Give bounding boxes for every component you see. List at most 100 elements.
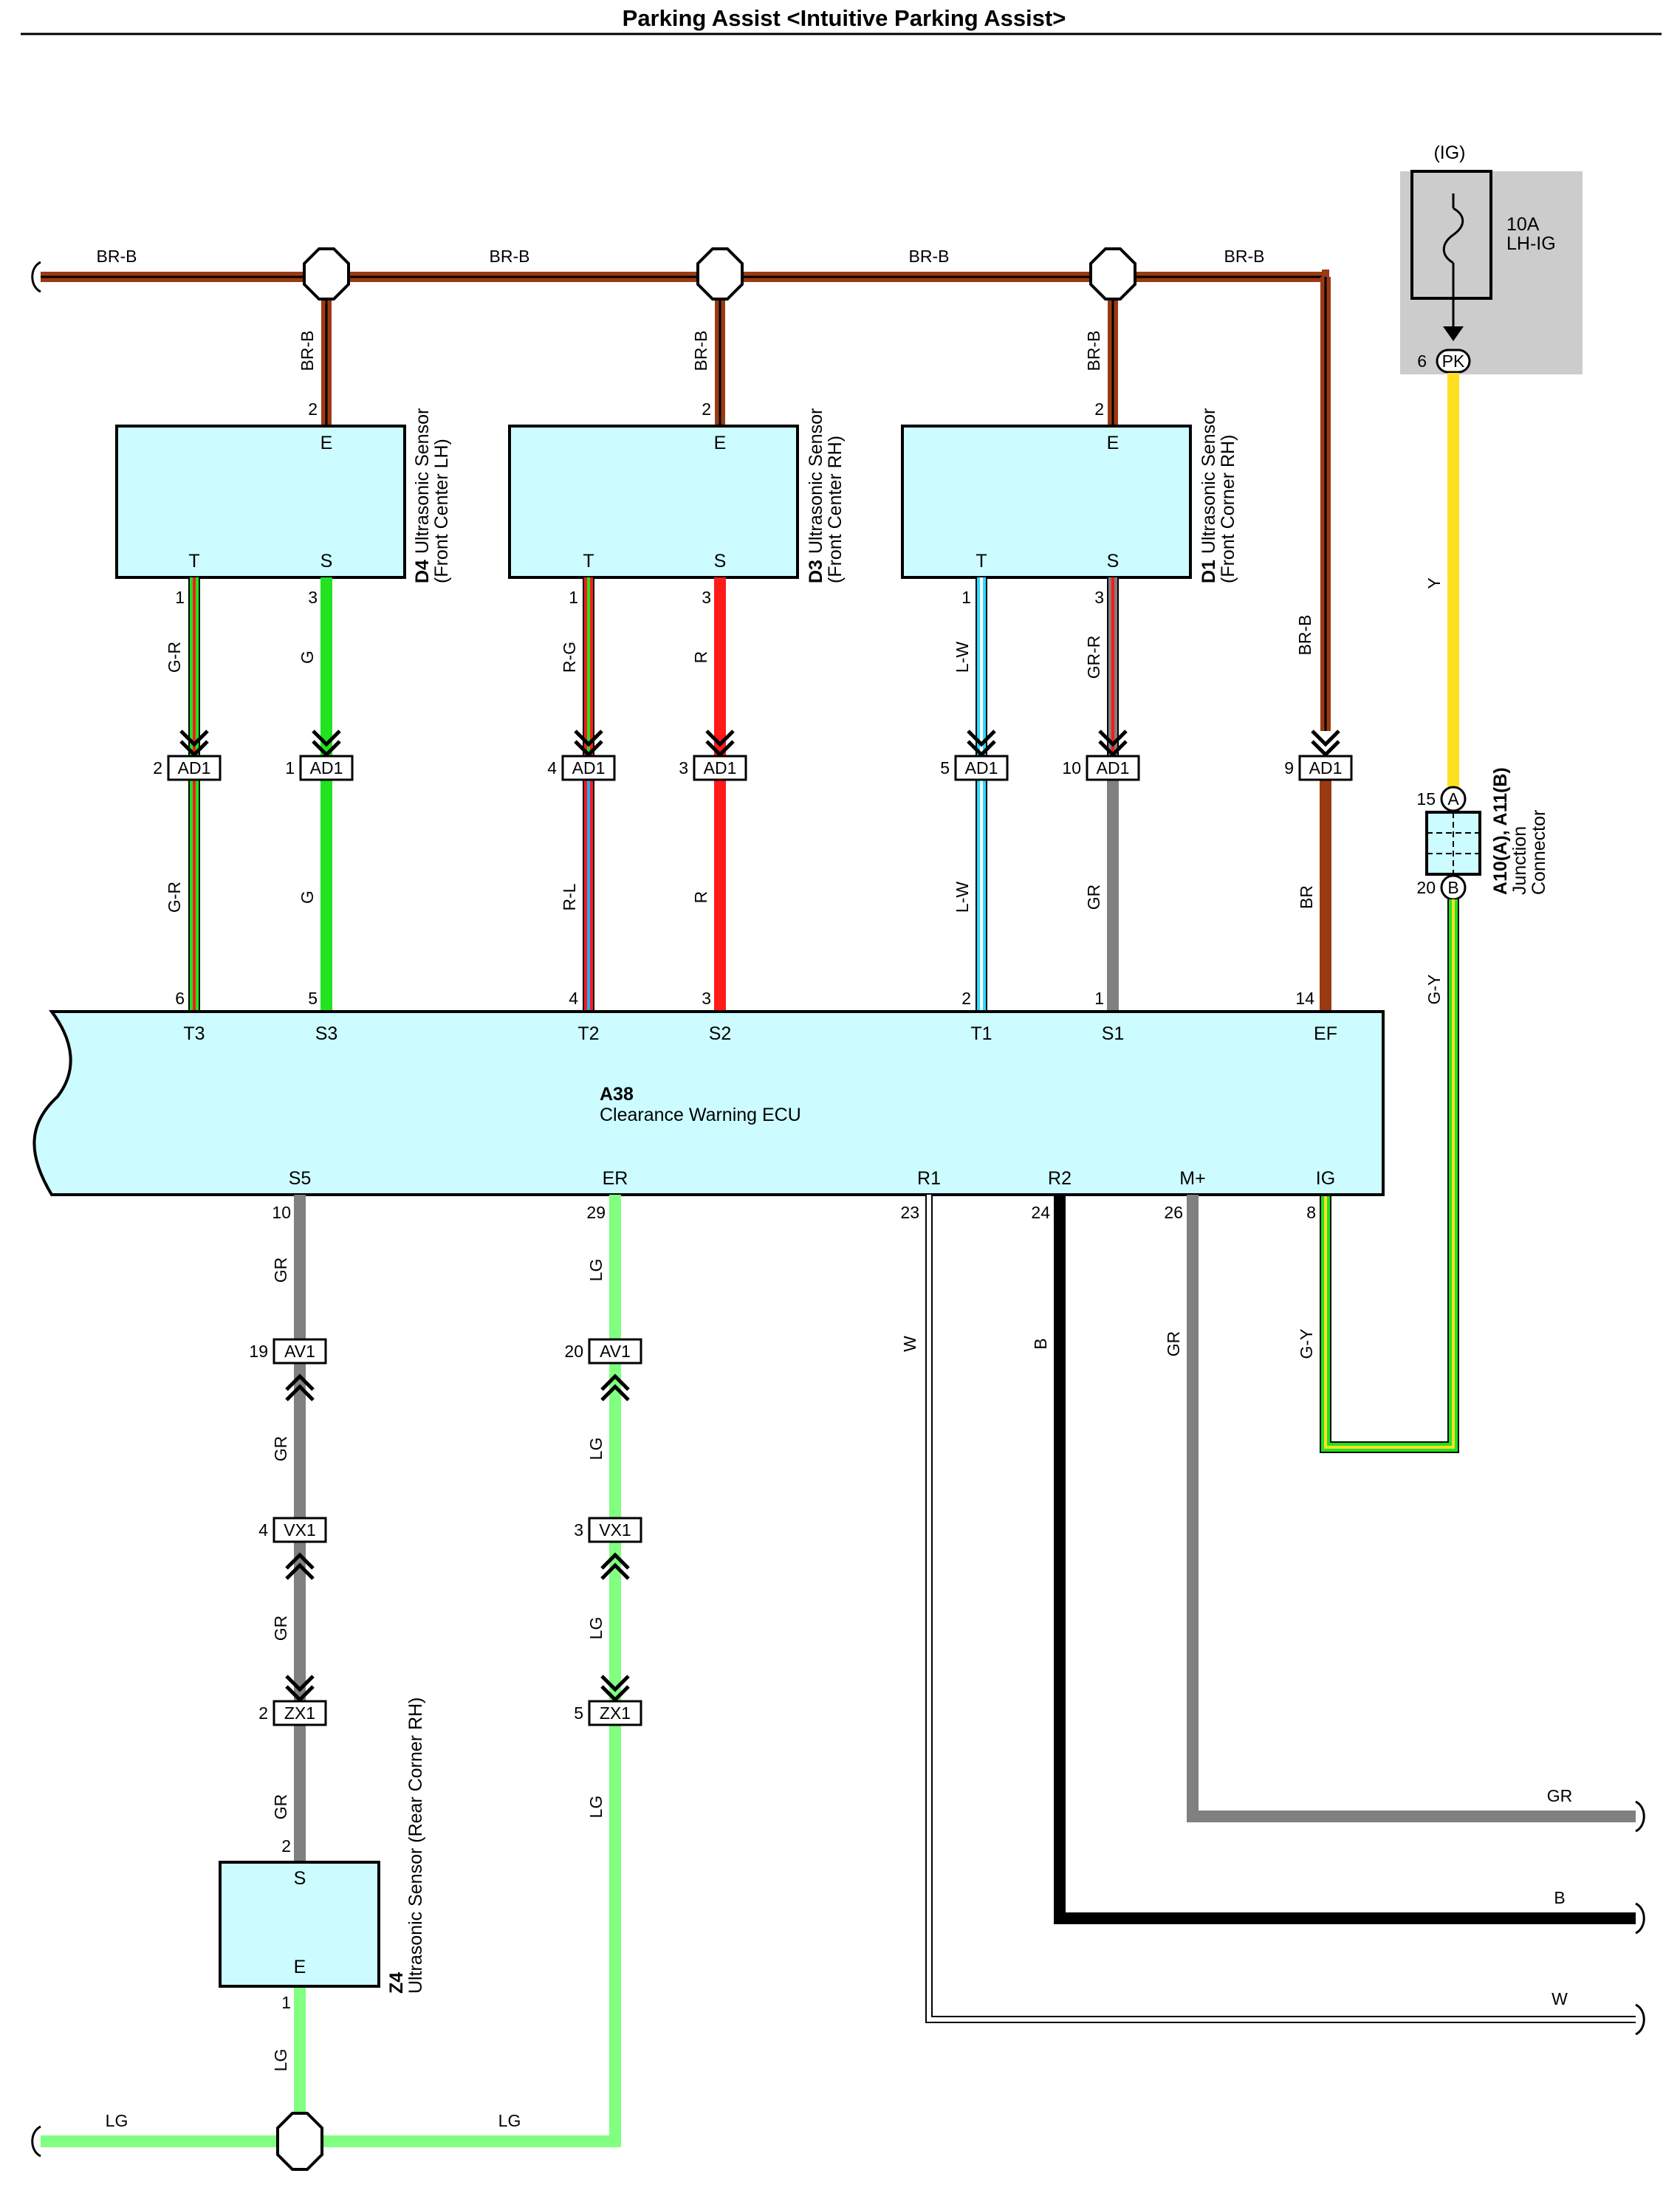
- splice-point-1: [303, 247, 350, 301]
- wire-label-right-gr: GR: [1547, 1786, 1573, 1805]
- ecu-term-r2: R2: [1048, 1168, 1072, 1189]
- wire-label-ef-lower: BR: [1297, 885, 1316, 909]
- svg-text:Z4: Z4: [386, 1972, 407, 1994]
- ecu-pin-ef: 14: [1295, 989, 1314, 1008]
- ad1-label-6: AD1: [1097, 758, 1130, 778]
- ecu-term-t2: T2: [577, 1023, 599, 1044]
- ad1-pin-s1: 10: [1062, 758, 1081, 778]
- wire-label-s2-lower: R: [691, 891, 710, 904]
- ad1-pin-t3: 2: [153, 758, 162, 778]
- ecu-pin-s3: 5: [308, 989, 318, 1008]
- d1-label: D1 Ultrasonic Sensor (Front Corner RH): [1199, 408, 1238, 583]
- d4-pin-t: 1: [175, 588, 185, 607]
- svg-text:Ultrasonic Sensor (Rear Corner: Ultrasonic Sensor (Rear Corner RH): [405, 1697, 426, 1994]
- wire-label-s5-2: GR: [271, 1436, 290, 1462]
- d3-term-t: T: [583, 551, 594, 572]
- zx1-pin-s5: 2: [258, 1703, 268, 1723]
- ad1-label-7: AD1: [1309, 758, 1343, 778]
- ad1-label-3: AD1: [572, 758, 606, 778]
- wire-label-bus-bottom-1: LG: [106, 2111, 128, 2130]
- zx1-pin-er: 5: [574, 1703, 583, 1723]
- svg-text:(Front Center LH): (Front Center LH): [431, 439, 452, 583]
- ad1-pin-s2: 3: [679, 758, 688, 778]
- d4-term-s: S: [320, 551, 333, 572]
- av1-label-er: AV1: [600, 1342, 631, 1361]
- svg-text:D3: D3: [806, 560, 826, 583]
- ecu-term-s1: S1: [1102, 1023, 1125, 1044]
- ecu-pin-er: 29: [586, 1203, 606, 1222]
- d1-pin-e: 2: [1094, 399, 1104, 419]
- zx1-label-s5: ZX1: [284, 1703, 315, 1723]
- d4-pin-s: 3: [308, 588, 318, 607]
- ecu-term-t1: T1: [970, 1023, 992, 1044]
- ad1-pin-s3: 1: [285, 758, 295, 778]
- ad1-pin-t2: 4: [547, 758, 557, 778]
- ecu-pin-r1: 23: [900, 1203, 919, 1222]
- sensor-z4-box: [219, 1861, 380, 1988]
- fuse-rating: 10A: [1506, 214, 1540, 235]
- break-icon-bottom-left: [31, 2125, 41, 2158]
- break-icon-b: [1635, 1902, 1645, 1935]
- wire-m-plus: [1187, 1195, 1636, 1822]
- wire-label-bus-4: BR-B: [1224, 247, 1265, 266]
- av1-label-s5: AV1: [284, 1342, 315, 1361]
- ecu-term-s3: S3: [315, 1023, 338, 1044]
- svg-text:A10(A), A11(B): A10(A), A11(B): [1490, 767, 1511, 895]
- ecu-term-er: ER: [603, 1168, 628, 1189]
- svg-text:(Front Center RH): (Front Center RH): [825, 436, 846, 583]
- d4-term-t: T: [188, 551, 199, 572]
- wire-label-r2: B: [1031, 1338, 1050, 1349]
- fuse-arrow-icon: [1443, 326, 1464, 341]
- er-connector-chevrons: [600, 1373, 630, 1703]
- d1-pin-s: 3: [1094, 588, 1104, 607]
- junction-pin-a-number: 15: [1416, 789, 1436, 809]
- ad1-label-5: AD1: [965, 758, 998, 778]
- splice-point-2: [696, 247, 744, 301]
- d3-term-s: S: [714, 551, 727, 572]
- break-icon-gr: [1635, 1800, 1645, 1833]
- page-title: Parking Assist <Intuitive Parking Assist…: [623, 5, 1066, 31]
- wire-label-t2-lower: R-L: [560, 883, 579, 910]
- wire-label-y: Y: [1424, 577, 1444, 588]
- fuse-icon: [1442, 207, 1464, 264]
- sensor-d3-box: [508, 425, 799, 579]
- svg-text:Ultrasonic Sensor: Ultrasonic Sensor: [806, 408, 826, 554]
- d1-pin-t: 1: [961, 588, 971, 607]
- wire-label-er-3: LG: [586, 1617, 606, 1640]
- ecu-pin-s2: 3: [702, 989, 711, 1008]
- s5-connector-boxes: [272, 1338, 327, 1726]
- z4-label: Z4 Ultrasonic Sensor (Rear Corner RH): [386, 1697, 426, 1994]
- vx1-label-s5: VX1: [284, 1520, 315, 1540]
- wire-label-s3-lower: G: [298, 890, 317, 904]
- d1-term-s: S: [1107, 551, 1120, 572]
- sensor-d1-box: [901, 425, 1192, 579]
- svg-text:Ultrasonic Sensor: Ultrasonic Sensor: [1199, 408, 1219, 554]
- wire-r2: [1054, 1195, 1636, 1924]
- ecu-code: A38: [600, 1084, 634, 1105]
- ecu-pin-t2: 4: [569, 989, 578, 1008]
- z4-pin-s: 2: [281, 1836, 291, 1856]
- wire-label-bus-3: BR-B: [909, 247, 950, 266]
- d3-term-e: E: [714, 433, 727, 453]
- ecu-pin-t1: 2: [961, 989, 971, 1008]
- z4-term-s: S: [294, 1868, 306, 1889]
- wire-label-s5-1: GR: [271, 1257, 290, 1283]
- er-connector-boxes: [588, 1338, 642, 1726]
- ecu-pin-ig: 8: [1306, 1203, 1316, 1222]
- d1-term-t: T: [976, 551, 987, 572]
- wire-label-s5-4: GR: [271, 1794, 290, 1820]
- ecu-term-m-plus: M+: [1179, 1168, 1205, 1189]
- svg-text:Junction: Junction: [1509, 826, 1530, 895]
- wire-label-r1: W: [900, 1336, 919, 1352]
- sensor-d4-box: [115, 425, 406, 579]
- d3-pin-t: 1: [569, 588, 578, 607]
- ecu-term-ig: IG: [1316, 1168, 1335, 1189]
- wire-label-t2-upper: R-G: [560, 642, 579, 673]
- wire-label-bus-2: BR-B: [490, 247, 530, 266]
- ecu-pin-t3: 6: [175, 989, 185, 1008]
- fuse-box: [1410, 170, 1492, 300]
- ecu-term-r1: R1: [917, 1168, 941, 1189]
- wire-label-s3-upper: G: [298, 651, 317, 664]
- fuse-connector-pk: [1436, 349, 1471, 374]
